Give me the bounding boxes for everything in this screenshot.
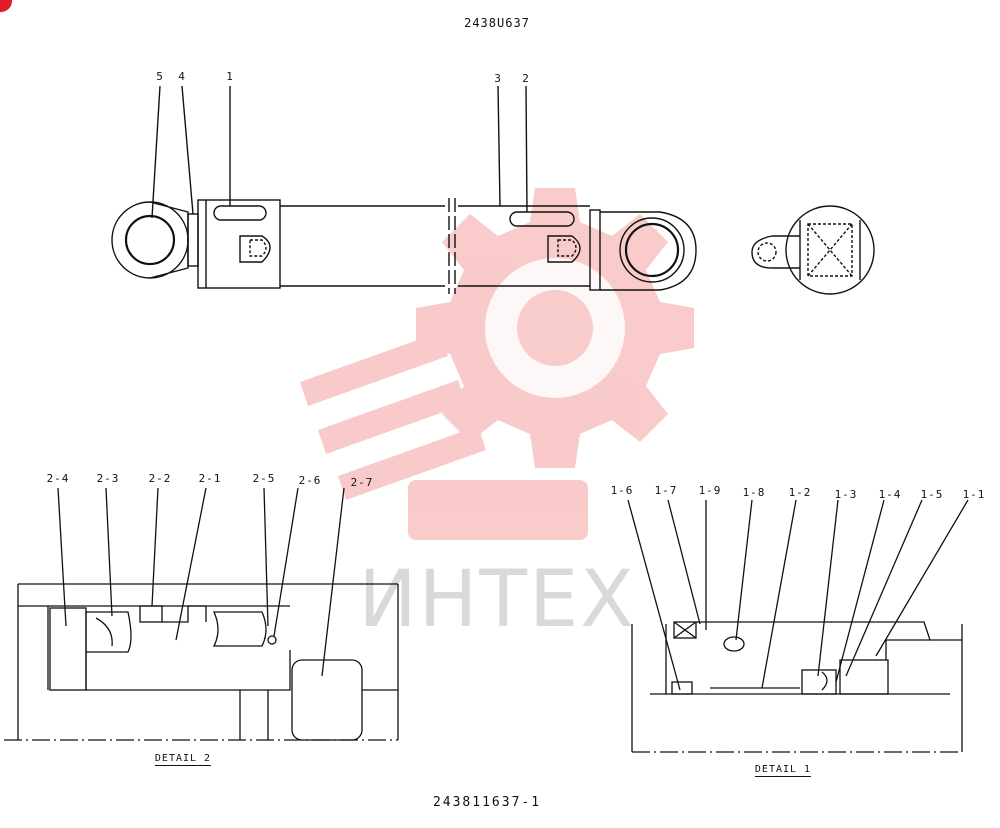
detail1-caption: DETAIL 1 [754, 764, 812, 777]
callout-2-6: 2-6 [298, 474, 322, 487]
drawing-title: 2438U637 [464, 16, 530, 30]
callout-2-2: 2-2 [148, 472, 172, 485]
callout-1-1: 1-1 [962, 488, 986, 501]
callout-2-5: 2-5 [252, 472, 276, 485]
callout-1-8: 1-8 [742, 486, 766, 499]
callout-3: 3 [494, 72, 502, 85]
callout-1-7: 1-7 [654, 484, 678, 497]
callout-1-9: 1-9 [698, 484, 722, 497]
detail2-caption: DETAIL 2 [154, 753, 212, 766]
callout-1: 1 [226, 70, 234, 83]
callout-1-3: 1-3 [834, 488, 858, 501]
watermark-text: ИНТЕХ [358, 555, 636, 645]
callout-1-5: 1-5 [920, 488, 944, 501]
callout-1-6: 1-6 [610, 484, 634, 497]
callout-5: 5 [156, 70, 164, 83]
callout-2-4: 2-4 [46, 472, 70, 485]
callout-1-2: 1-2 [788, 486, 812, 499]
sheet-id: 243811637-1 [432, 795, 542, 810]
callout-2-3: 2-3 [96, 472, 120, 485]
callout-4: 4 [178, 70, 186, 83]
callout-2: 2 [522, 72, 530, 85]
callout-2-1: 2-1 [198, 472, 222, 485]
callout-1-4: 1-4 [878, 488, 902, 501]
callout-2-7: 2-7 [350, 476, 374, 489]
